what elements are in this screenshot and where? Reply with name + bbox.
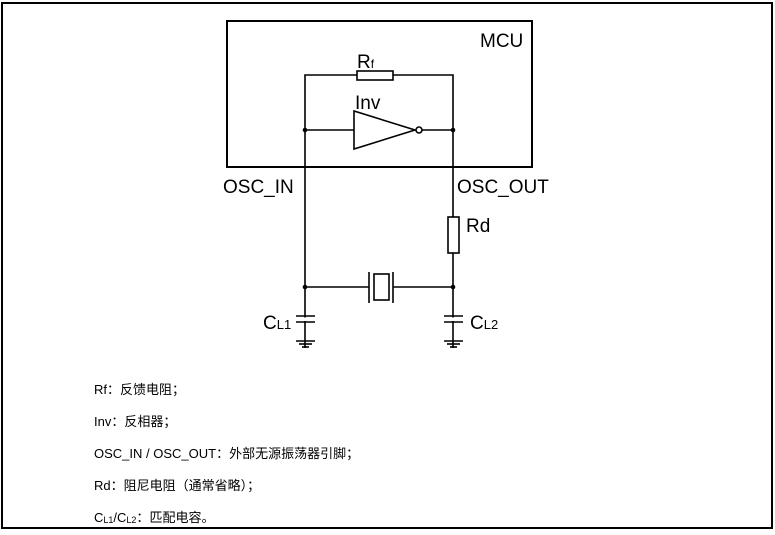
rd-resistor [447,216,460,254]
crystal-body [373,273,390,301]
rd-label: Rd [466,216,490,237]
note-inv: Inv：反相器； [94,414,177,430]
mcu-box [226,20,533,168]
junction-dot [450,127,456,133]
inverter-bubble [415,126,423,134]
junction-dot [302,127,308,133]
ground-icon-left [296,340,315,348]
osc-in-label: OSC_IN [223,177,294,198]
inv-label: Inv [355,93,381,114]
ground-icon-right [444,340,463,348]
junction-dot [450,284,456,290]
rf-resistor [356,70,394,81]
note-rf: Rf：反馈电阻； [94,382,186,398]
inverter-triangle [353,109,418,151]
legend-notes: Rf：反馈电阻； Inv：反相器； OSC_IN / OSC_OUT：外部无源振… [94,374,359,534]
cl1-label: CL1 [263,313,291,334]
note-osc-pins: OSC_IN / OSC_OUT：外部无源振荡器引脚； [94,446,360,462]
note-rd: Rd：阻尼电阻（通常省略）； [94,478,261,494]
cl2-label: CL2 [470,313,498,334]
wire-osc-out [393,74,454,217]
note-cl: CL1/CL2：匹配电容。 [94,510,215,526]
junction-dot [302,284,308,290]
osc-out-label: OSC_OUT [457,177,549,198]
wire-osc-in [304,74,357,348]
rf-label: Rf [357,52,375,73]
mcu-label: MCU [480,31,523,52]
